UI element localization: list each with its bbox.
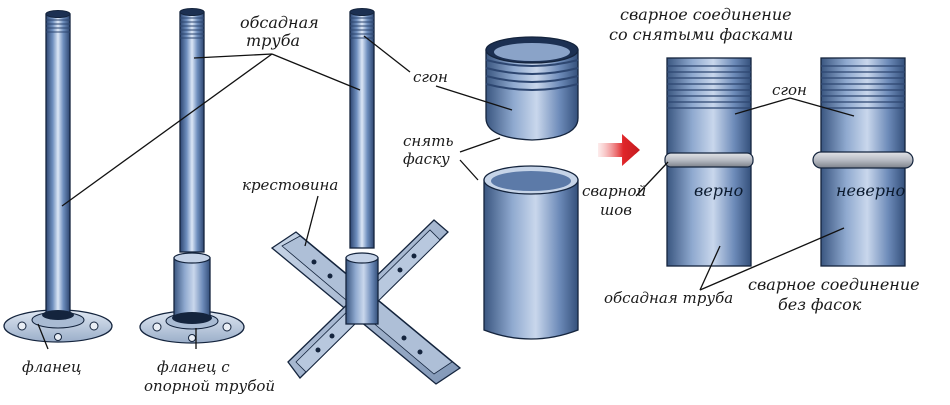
label-weld-chamfered-title: сварное соединение со снятыми фасками — [609, 5, 797, 44]
cross-base — [270, 8, 462, 385]
weld-seam-bulging — [812, 151, 914, 169]
label-incorrect: неверно — [836, 181, 905, 200]
pipe-with-support-flange — [139, 8, 245, 344]
pipe-on-flange — [3, 10, 113, 343]
label-remove-chamfer: снять фаску — [403, 132, 458, 168]
label-cross: крестовина — [242, 176, 338, 194]
label-weld-seam: сварной шов — [582, 182, 651, 219]
label-coupling: сгон — [413, 68, 448, 86]
thread-lines — [46, 19, 70, 33]
label-flange: фланец — [22, 358, 81, 376]
welded-pipe-incorrect — [812, 57, 914, 267]
welded-pipe-correct — [664, 57, 754, 267]
label-flange-with-support: фланец с опорной трубой — [144, 358, 275, 395]
labels: обсадная труба фланец фланец с опорной т… — [22, 5, 925, 395]
weld-seam-flush — [664, 152, 754, 168]
label-casing-pipe-top: обсадная труба — [240, 13, 324, 50]
label-casing-pipe-bottom: обсадная труба — [604, 289, 733, 307]
casing-pipe-wide — [483, 165, 579, 340]
transition-arrow-icon — [598, 134, 640, 166]
leader-lines — [37, 35, 855, 350]
label-coupling-right: сгон — [772, 81, 807, 99]
label-weld-no-chamfer: сварное соединение без фасок — [748, 275, 925, 314]
coupling-sgon — [485, 36, 579, 141]
label-correct: верно — [694, 181, 743, 200]
